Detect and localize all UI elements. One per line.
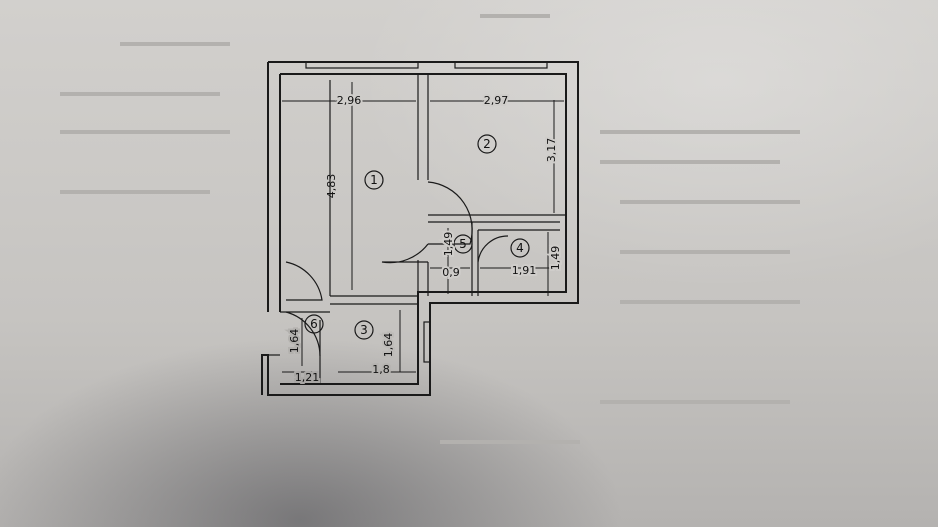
svg-text:5: 5 [459, 237, 467, 251]
room-4-marker: 4 [510, 238, 530, 258]
dim-room4-length: 1,49 [549, 246, 562, 271]
dim-room2-length: 3,17 [545, 138, 558, 163]
dim-room6-length: 1,64 [288, 329, 301, 354]
svg-text:3: 3 [360, 323, 368, 337]
svg-text:4: 4 [516, 241, 524, 255]
dim-room2-width: 2,97 [484, 94, 509, 107]
dim-room6-width: 1,21 [295, 371, 320, 384]
svg-text:2: 2 [483, 137, 491, 151]
dim-room3-width: 1,8 [372, 363, 390, 376]
outer-walls [261, 61, 579, 396]
dim-room3-length: 1,64 [382, 333, 395, 358]
svg-text:6: 6 [310, 317, 318, 331]
room-labels: 1 2 3 4 5 6 [304, 134, 530, 340]
room-2-marker: 2 [477, 134, 497, 154]
dim-room1-width: 2,96 [337, 94, 362, 107]
room-5-marker: 5 [453, 234, 473, 254]
dim-room1-length: 4,83 [325, 174, 338, 199]
room-6-marker: 6 [304, 314, 324, 334]
dimension-lines [282, 82, 564, 373]
dimension-values: 2,96 2,97 4,83 3,17 1,49 0,9 1,91 1,49 1… [286, 92, 564, 386]
svg-text:1: 1 [370, 173, 378, 187]
dim-room5-width: 0,9 [442, 266, 460, 279]
room-1-marker: 1 [364, 170, 384, 190]
dim-room4-width: 1,91 [512, 264, 537, 277]
dim-room5-length: 1,49 [442, 232, 455, 257]
room-3-marker: 3 [354, 320, 374, 340]
background-print [60, 14, 800, 444]
door-swings [285, 181, 509, 357]
